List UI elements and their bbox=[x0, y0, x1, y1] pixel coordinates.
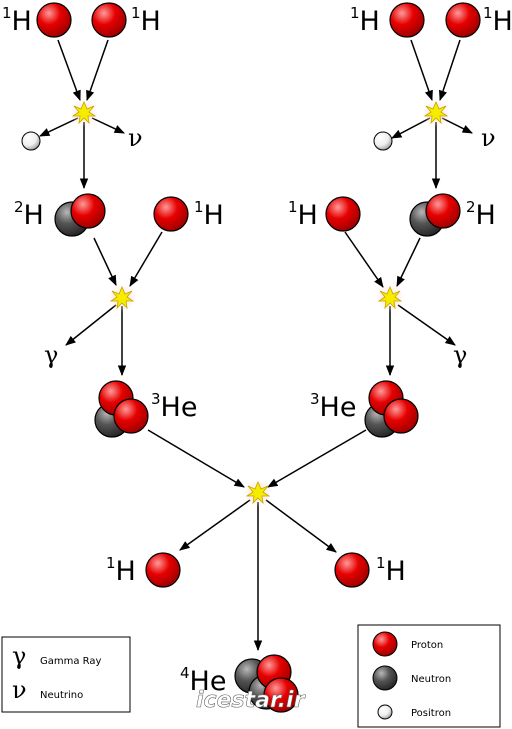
reaction-arrows bbox=[39, 39, 473, 652]
reaction-flash bbox=[70, 99, 98, 127]
proton bbox=[334, 552, 370, 588]
reaction-flash bbox=[244, 479, 272, 507]
emission-legend: γ Gamma Ray ν Neutrino bbox=[1, 636, 131, 713]
neutrino-symbol: ν bbox=[128, 124, 143, 152]
isotope-label-he3: 3He bbox=[310, 390, 356, 423]
arrow bbox=[57, 39, 81, 101]
proton bbox=[70, 193, 106, 229]
arrow bbox=[410, 39, 433, 101]
proton bbox=[145, 552, 181, 588]
proton bbox=[113, 398, 149, 434]
particle-legend: Proton Neutron Positron bbox=[357, 624, 501, 728]
proton bbox=[383, 398, 419, 434]
arrow bbox=[86, 39, 109, 101]
neutron-swatch bbox=[372, 665, 398, 691]
arrow bbox=[397, 304, 456, 346]
neutrino-label: Neutrino bbox=[40, 690, 83, 701]
isotope-label-h1: 1H bbox=[2, 4, 32, 37]
arrow bbox=[129, 231, 163, 287]
neutron-label: Neutron bbox=[411, 674, 451, 685]
arrow bbox=[439, 39, 461, 101]
isotope-label-h1: 1H bbox=[106, 554, 136, 587]
neutrino-symbol: ν bbox=[12, 676, 27, 704]
arrow bbox=[267, 429, 367, 488]
proton-swatch bbox=[372, 631, 398, 657]
isotope-label-h2: 2H bbox=[466, 198, 496, 231]
arrow bbox=[91, 117, 125, 134]
proton bbox=[36, 2, 72, 38]
helium-3-nucleus bbox=[94, 380, 149, 438]
isotope-label-h1: 1H bbox=[288, 198, 318, 231]
arrow bbox=[147, 429, 245, 488]
neutrino-symbol: ν bbox=[481, 124, 496, 152]
proton bbox=[91, 2, 127, 38]
gamma-symbol: γ bbox=[12, 642, 26, 670]
reaction-flash bbox=[108, 284, 136, 312]
isotope-label-he3: 3He bbox=[151, 390, 197, 423]
gamma-symbol: γ bbox=[453, 341, 467, 369]
arrow bbox=[265, 499, 337, 553]
watermark: icestar.ir bbox=[196, 688, 306, 713]
isotope-label-h1: 1H bbox=[350, 4, 380, 37]
helium-3-nucleus bbox=[364, 380, 419, 438]
isotope-label-h2: 2H bbox=[14, 198, 44, 231]
isotope-label-h1: 1H bbox=[483, 4, 512, 37]
isotope-label-h1: 1H bbox=[194, 198, 224, 231]
gamma-symbol: γ bbox=[44, 341, 58, 369]
positron-swatch bbox=[377, 704, 393, 720]
arrow bbox=[93, 237, 117, 286]
proton bbox=[425, 193, 461, 229]
proton bbox=[263, 677, 299, 713]
arrow bbox=[344, 231, 384, 288]
isotope-label-h1: 1H bbox=[131, 4, 161, 37]
arrow bbox=[396, 237, 421, 287]
positron bbox=[21, 131, 41, 151]
proton bbox=[389, 2, 425, 38]
arrow bbox=[179, 499, 251, 551]
proton bbox=[325, 196, 361, 232]
arrow bbox=[391, 117, 431, 139]
positron-label: Positron bbox=[411, 708, 451, 719]
reaction-flash bbox=[422, 99, 450, 127]
proton bbox=[445, 2, 481, 38]
isotope-label-he4: 4He bbox=[180, 664, 226, 697]
isotope-label-h1: 1H bbox=[376, 554, 406, 587]
proton bbox=[153, 196, 189, 232]
positron bbox=[373, 131, 393, 151]
arrow bbox=[39, 117, 79, 137]
arrow bbox=[65, 304, 117, 346]
reaction-flash bbox=[376, 284, 404, 312]
deuterium-nucleus bbox=[409, 193, 461, 237]
proton-label: Proton bbox=[411, 640, 443, 651]
deuterium-nucleus bbox=[54, 193, 106, 237]
gamma-ray-label: Gamma Ray bbox=[40, 656, 102, 667]
helium-4-nucleus bbox=[234, 654, 299, 713]
